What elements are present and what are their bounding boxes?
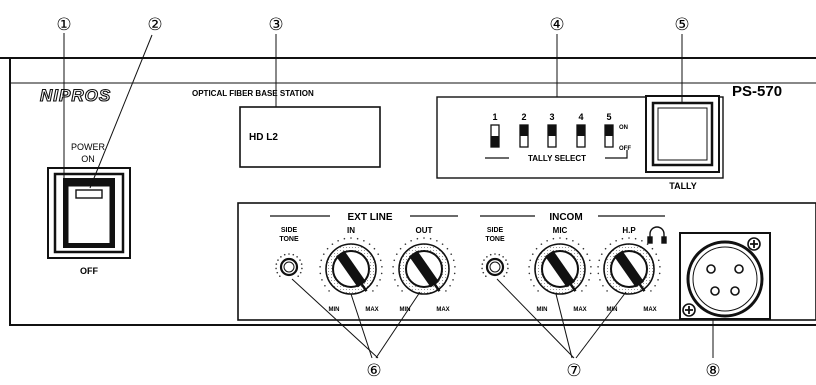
tally-switch-5[interactable]: [604, 124, 614, 148]
ext-in-knob-scale: [319, 237, 383, 292]
leader-7c: [575, 291, 627, 359]
display-text: HD L2: [249, 132, 278, 143]
incom-side-tone-knob[interactable]: [481, 253, 509, 277]
ext-out-label: OUT: [416, 226, 433, 235]
power-on-label: ON: [81, 154, 95, 164]
tally-select-label: TALLY SELECT: [528, 154, 586, 163]
callout-3: ③: [268, 15, 283, 34]
incom-mic-label: MIC: [553, 226, 568, 235]
leader-6a: [291, 278, 379, 359]
tally-switch-1[interactable]: [490, 124, 500, 148]
incom-mic-knob-scale: [528, 237, 592, 292]
tally-select-line-right: [605, 150, 628, 159]
tally-switch-3[interactable]: [547, 124, 557, 148]
xlr-screw-top-icon: [747, 237, 761, 251]
ext-line-header: EXT LINE: [270, 212, 458, 223]
tally-numbers: 1 2 3 4 5: [492, 112, 611, 122]
ext-in-min-label: MIN: [329, 307, 340, 313]
tally-button-label: TALLY: [669, 181, 697, 191]
ext-out-knob[interactable]: [392, 237, 456, 295]
incom-hp-knob-pointer: [614, 250, 646, 292]
callout-5: ⑤: [674, 15, 689, 34]
tally-switch-2[interactable]: [519, 124, 529, 148]
callout-4: ④: [549, 15, 564, 34]
display-window: HD L2: [239, 106, 381, 168]
ext-in-label: IN: [347, 226, 355, 235]
tally-number-1: 1: [492, 112, 497, 122]
incom-side-tone-label-1: SIDE: [487, 227, 504, 234]
tally-off-label: OFF: [619, 146, 631, 152]
leader-7a: [496, 278, 575, 359]
incom-title: INCOM: [549, 212, 582, 223]
ext-side-tone-knob[interactable]: [275, 253, 303, 277]
ext-in-max-label: MAX: [365, 307, 378, 313]
ext-side-tone-label-1: SIDE: [281, 227, 298, 234]
incom-header: INCOM: [480, 212, 665, 223]
callout-7: ⑦: [566, 361, 581, 380]
incom-mic-max-label: MAX: [573, 307, 586, 313]
incom-mic-knob[interactable]: [528, 237, 592, 295]
tally-dip-switches: [490, 124, 614, 148]
xlr-connector[interactable]: [679, 232, 771, 320]
incom-hp-max-label: MAX: [643, 307, 656, 313]
ext-in-knob-pointer: [336, 250, 368, 292]
ext-side-tone-label-2: TONE: [279, 236, 299, 243]
headphone-icon: [647, 226, 667, 244]
incom-hp-knob[interactable]: [597, 237, 661, 295]
callout-1: ①: [56, 15, 71, 34]
tally-number-5: 5: [606, 112, 611, 122]
ext-line-title: EXT LINE: [347, 212, 392, 223]
tally-number-4: 4: [578, 112, 583, 122]
ext-side-tone-knob-scale: [275, 253, 303, 277]
incom-hp-knob-scale: [597, 237, 661, 292]
callout-leaders: [63, 33, 714, 359]
power-label: POWER: [71, 142, 106, 152]
tally-switch-4[interactable]: [576, 124, 586, 148]
xlr-screw-bottom-icon: [682, 303, 696, 317]
incom-side-tone-label-2: TONE: [485, 236, 505, 243]
ext-out-min-label: MIN: [400, 307, 411, 313]
leader-2: [89, 34, 153, 189]
callout-6: ⑥: [366, 361, 381, 380]
ext-out-max-label: MAX: [436, 307, 449, 313]
power-switch[interactable]: POWER ON OFF: [47, 142, 131, 276]
incom-side-tone-knob-scale: [481, 253, 509, 277]
incom-mic-knob-pointer: [545, 250, 577, 292]
ext-out-knob-pointer: [409, 250, 441, 292]
tally-on-label: ON: [619, 125, 628, 131]
model-name: PS-570: [732, 83, 782, 100]
callout-8: ⑧: [705, 361, 720, 380]
brand-logo: NIPROS: [40, 86, 111, 105]
ext-out-knob-scale: [392, 237, 456, 292]
panel-subtitle: OPTICAL FIBER BASE STATION: [192, 89, 314, 98]
leader-7b: [555, 293, 573, 359]
incom-mic-min-label: MIN: [537, 307, 548, 313]
tally-number-2: 2: [521, 112, 526, 122]
leader-6b: [350, 293, 373, 359]
power-off-label: OFF: [80, 266, 98, 276]
tally-number-3: 3: [549, 112, 554, 122]
leader-6c: [375, 291, 421, 359]
callout-2: ②: [147, 15, 162, 34]
incom-hp-label: H.P: [622, 226, 636, 235]
